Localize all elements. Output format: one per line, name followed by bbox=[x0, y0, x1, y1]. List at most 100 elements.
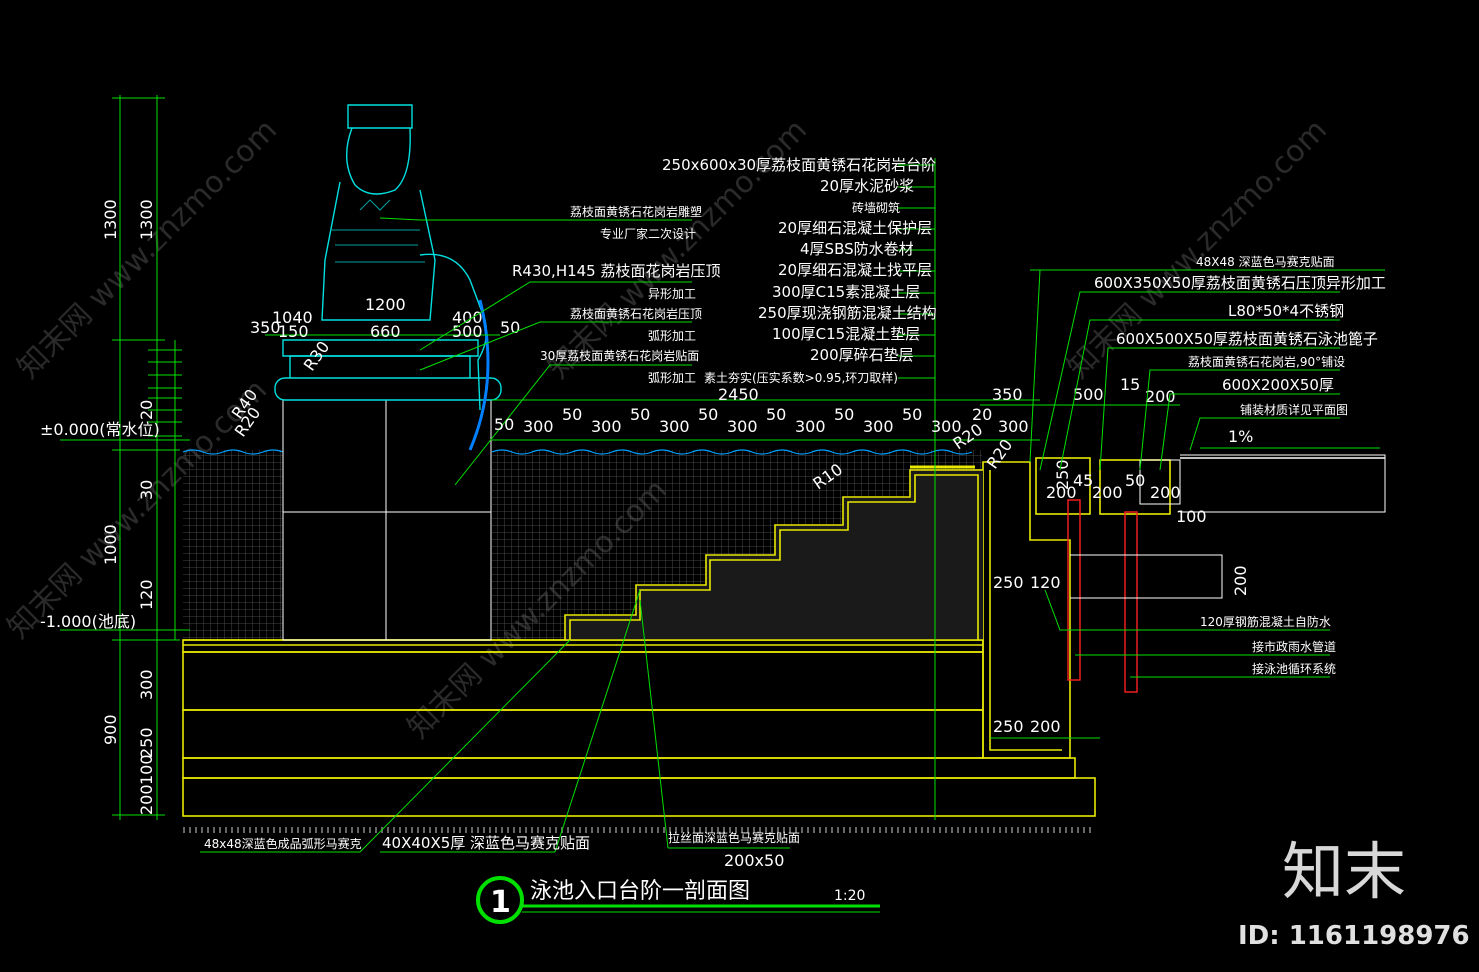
edge-note: 48X48 深蓝色马赛克贴面 bbox=[1196, 254, 1335, 269]
dim-text: 100 bbox=[137, 754, 156, 785]
dim-text: 2450 bbox=[718, 385, 759, 404]
dim-text: 300 bbox=[659, 417, 690, 436]
dim-text: 50 bbox=[562, 405, 582, 424]
dim-text: 50 bbox=[902, 405, 922, 424]
dim-text: 300 bbox=[137, 669, 156, 700]
bottom-note: 200x50 bbox=[724, 851, 784, 870]
title-name: 泳池入口台阶一剖面图 bbox=[530, 879, 750, 904]
dim-text: 1000 bbox=[101, 524, 120, 565]
dim-text: 250 bbox=[1053, 459, 1072, 490]
dim-text: 1040 bbox=[272, 308, 313, 327]
note-text: R430,H145 荔枝面花岗岩压顶 bbox=[512, 262, 721, 280]
title-scale: 1:20 bbox=[834, 888, 865, 904]
dim-text: 30 bbox=[137, 480, 156, 500]
layer-note: 20厚细石混凝土找平层 bbox=[778, 261, 932, 279]
statue-dimensions: 1200 350 1040 150 660 400 500 50 R30 R40… bbox=[228, 295, 521, 440]
dim-text: 50 bbox=[834, 405, 854, 424]
dim-text: 15 bbox=[1120, 375, 1140, 394]
dim-text: 300 bbox=[998, 417, 1029, 436]
drainage-note: 接泳池循环系统 bbox=[1252, 661, 1336, 676]
elevation-water-level: ±0.000(常水位) bbox=[40, 420, 160, 439]
dim-text: 120 bbox=[1030, 573, 1061, 592]
statue-pedestal bbox=[274, 339, 502, 641]
edge-note: 铺装材质详见平面图 bbox=[1240, 402, 1348, 417]
dim-text: 50 bbox=[630, 405, 650, 424]
dim-text: 50 bbox=[766, 405, 786, 424]
note-text: 荔枝面黄锈石花岗岩压顶 bbox=[570, 306, 702, 321]
brand-id: ID: 1161198976 bbox=[1238, 921, 1470, 951]
note-text: 专业厂家二次设计 bbox=[600, 226, 696, 241]
layer-note: 砖墙砌筑 bbox=[852, 200, 900, 215]
bottom-note: 拉丝面深蓝色马赛克贴面 bbox=[668, 830, 800, 845]
statue-figure bbox=[321, 104, 490, 451]
brand-mark: 知末 ID: 1161198976 bbox=[1238, 835, 1470, 951]
layer-note: 20厚细石混凝土保护层 bbox=[778, 219, 932, 237]
dim-text: 300 bbox=[727, 417, 758, 436]
dim-text: 200 bbox=[1145, 387, 1176, 406]
dim-text: 250 bbox=[137, 727, 156, 758]
layer-note: 300厚C15素混凝土层 bbox=[772, 283, 920, 301]
dim-text: 20 bbox=[137, 400, 156, 420]
dim-text: 50 bbox=[698, 405, 718, 424]
dim-text: 500 bbox=[452, 322, 483, 341]
dim-text: 250 bbox=[993, 717, 1024, 736]
dim-text: 1300 bbox=[137, 199, 156, 240]
dim-text: 1300 bbox=[101, 199, 120, 240]
dim-text: 300 bbox=[591, 417, 622, 436]
bottom-note: 40X40X5厚 深蓝色马赛克贴面 bbox=[382, 834, 590, 852]
dim-text: 900 bbox=[101, 714, 120, 745]
edge-note: L80*50*4不锈钢 bbox=[1228, 302, 1344, 320]
dim-text: 100 bbox=[1176, 507, 1207, 526]
layer-note: 250厚现浇钢筋混凝土结构 bbox=[758, 304, 937, 322]
watermark-text: 知末网 www.znzmo.com bbox=[541, 113, 814, 386]
dim-text: 200 bbox=[1046, 483, 1077, 502]
dim-text: 1% bbox=[1228, 427, 1253, 446]
note-text: 荔枝面黄锈石花岗岩雕塑 bbox=[570, 204, 702, 219]
dim-text: 350 bbox=[250, 318, 281, 337]
dim-text: R20 bbox=[983, 436, 1017, 473]
dim-text: 300 bbox=[931, 417, 962, 436]
dim-text: 300 bbox=[523, 417, 554, 436]
dim-text: 400 bbox=[452, 308, 483, 327]
layer-note: 素土夯实(压实系数>0.95,环刀取样) bbox=[704, 370, 898, 385]
left-dimensions: 1300 1000 900 1300 250 100 200 300 20 30… bbox=[40, 95, 190, 820]
bottom-note: 48x48深蓝色成品弧形马赛克 bbox=[204, 836, 362, 851]
bottom-notes: 48x48深蓝色成品弧形马赛克 40X40X5厚 深蓝色马赛克贴面 拉丝面深蓝色… bbox=[200, 589, 800, 870]
elevation-pool-bottom: -1.000(池底) bbox=[40, 612, 136, 631]
layer-note: 100厚C15混凝土垫层 bbox=[772, 325, 920, 343]
dim-text: 300 bbox=[795, 417, 826, 436]
dim-text: 500 bbox=[1073, 385, 1104, 404]
dim-text: 200 bbox=[1231, 565, 1250, 596]
dim-text: 120 bbox=[137, 579, 156, 610]
foundation-layers bbox=[182, 639, 1096, 833]
dim-text: 300 bbox=[863, 417, 894, 436]
dim-text: 50 bbox=[494, 415, 514, 434]
dim-text: 200 bbox=[1150, 483, 1181, 502]
note-text: 弧形加工 bbox=[648, 371, 696, 385]
layer-note: 250x600x30厚荔枝面黄锈石花岗岩台阶 bbox=[662, 156, 936, 174]
drainage-notes: 120厚钢筋混凝土自防水 接市政雨水管道 接泳池循环系统 bbox=[1044, 589, 1336, 678]
brand-logo: 知末 bbox=[1282, 835, 1406, 908]
dim-text: 250 bbox=[993, 573, 1024, 592]
dim-text: 200 bbox=[137, 784, 156, 815]
pool-wall bbox=[982, 454, 1386, 759]
dim-text: 1200 bbox=[365, 295, 406, 314]
dim-text: 350 bbox=[992, 385, 1023, 404]
dim-text: 45 bbox=[1073, 471, 1093, 490]
pool-steps bbox=[183, 465, 983, 646]
dim-text: 200 bbox=[1092, 483, 1123, 502]
drawing-title: 1 泳池入口台阶一剖面图 1:20 bbox=[476, 876, 880, 924]
dim-text: 20 bbox=[972, 405, 992, 424]
edge-note: 荔枝面黄锈石花岗岩,90°铺设 bbox=[1188, 354, 1345, 369]
drainage-note: 120厚钢筋混凝土自防水 bbox=[1200, 614, 1331, 629]
edge-note: 600X500X50厚荔枝面黄锈石泳池篦子 bbox=[1116, 330, 1378, 348]
step-dimensions: 2450 50 300 50 300 50 300 50 300 50 300 … bbox=[492, 385, 1040, 441]
drainage-note: 接市政雨水管道 bbox=[1252, 639, 1336, 654]
note-text: 弧形加工 bbox=[648, 329, 696, 343]
dim-text: 50 bbox=[1125, 471, 1145, 490]
title-number: 1 bbox=[490, 885, 511, 920]
dim-text: 200 bbox=[1030, 717, 1061, 736]
layer-note: 20厚水泥砂浆 bbox=[820, 177, 914, 195]
note-text: 异形加工 bbox=[648, 287, 696, 301]
